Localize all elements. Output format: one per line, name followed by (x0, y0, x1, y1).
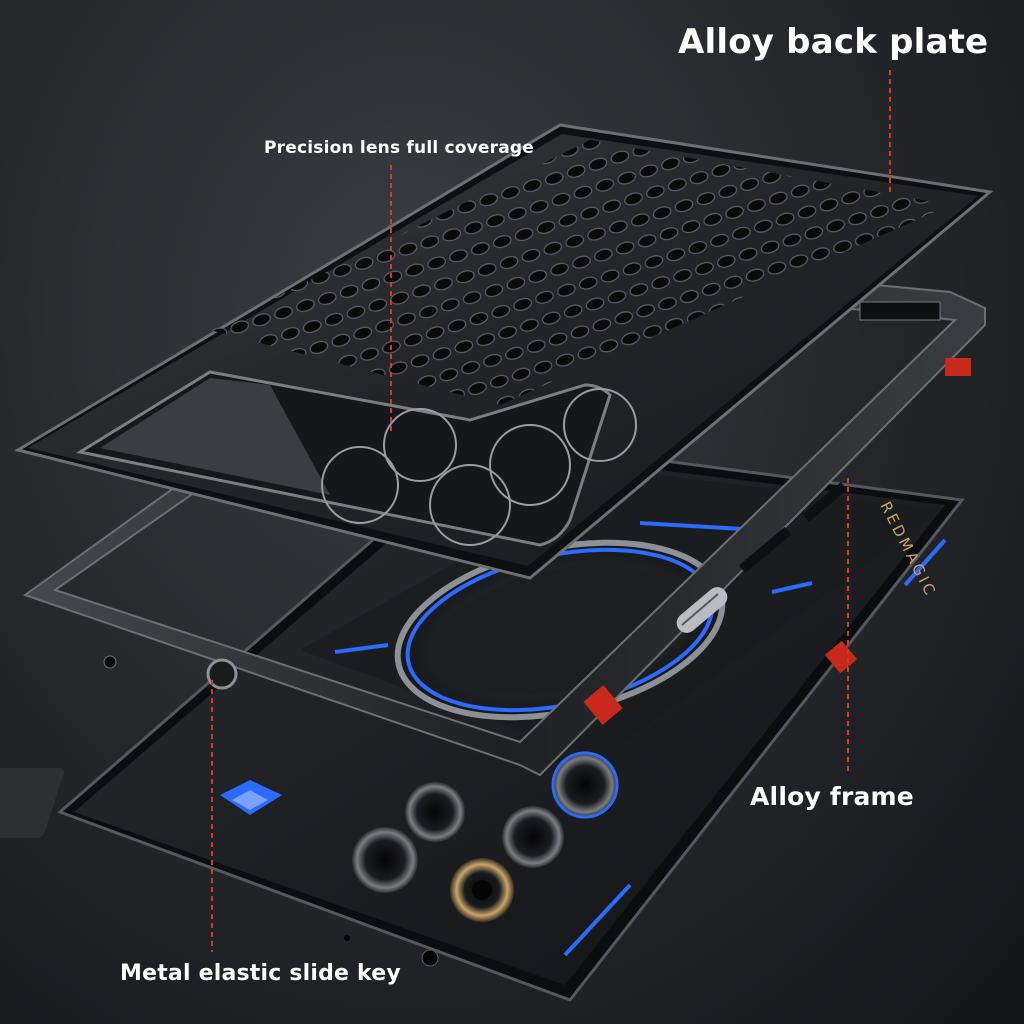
blue-light-strip (563, 883, 632, 957)
camera-module (352, 751, 619, 922)
lens-cutout (75, 370, 637, 547)
speaker-grille (676, 587, 728, 633)
gaming-logo (0, 768, 282, 838)
label-precision-lens: Precision lens full coverage (264, 138, 535, 158)
callout-lines (211, 70, 891, 952)
alloy-back-plate (14, 123, 994, 580)
metal-slide-key (206, 658, 238, 690)
label-alloy-back-plate: Alloy back plate (678, 22, 989, 62)
label-metal-slide-key: Metal elastic slide key (120, 961, 401, 986)
label-alloy-frame: Alloy frame (750, 782, 914, 811)
slide-key-red (583, 685, 623, 725)
